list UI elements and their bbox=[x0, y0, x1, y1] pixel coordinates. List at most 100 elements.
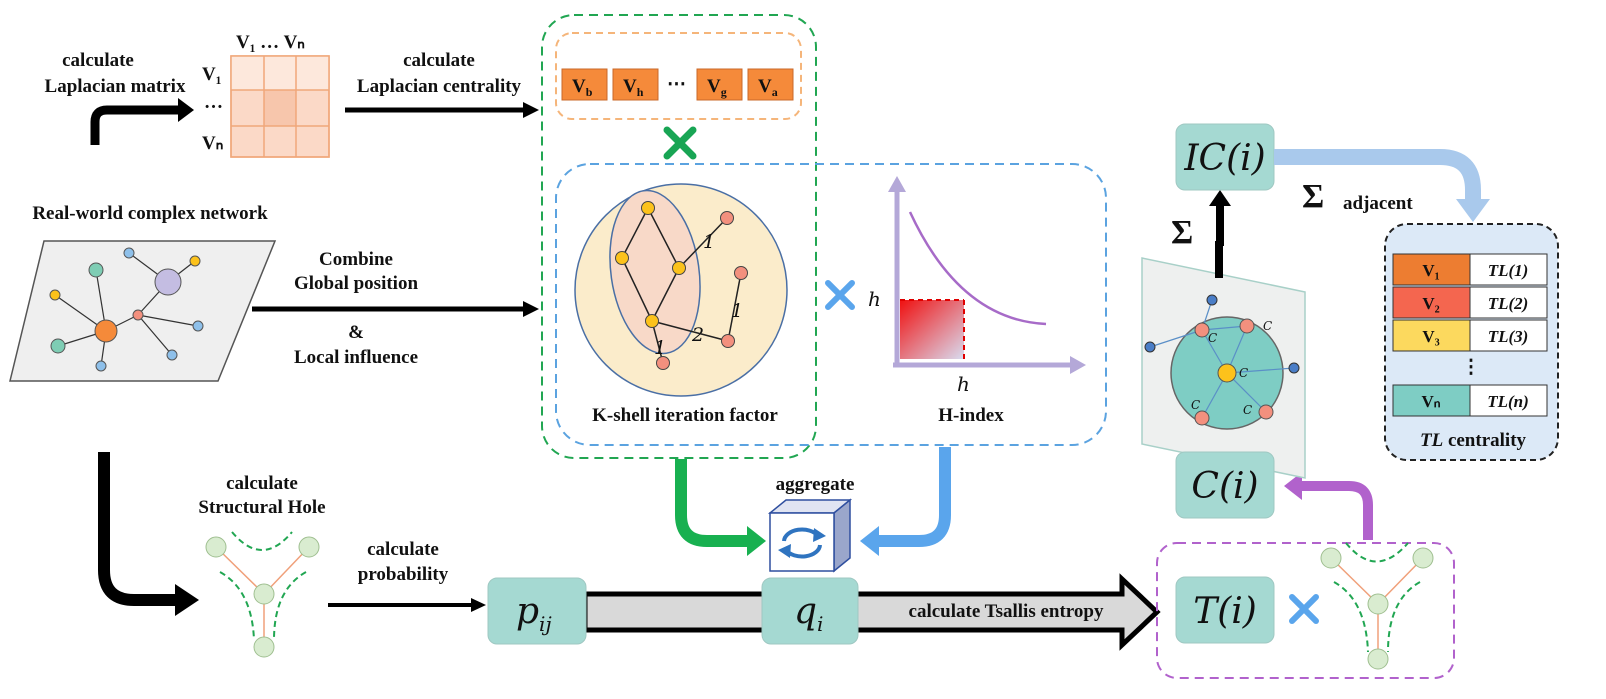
ranking-node-vh: Vh bbox=[612, 68, 659, 101]
c-label-4: C bbox=[1191, 398, 1200, 412]
tl-node-cell: Vₙ bbox=[1421, 392, 1440, 411]
kshell-edge-label-1: 1 bbox=[703, 231, 715, 253]
tl-table: V₁ TL(1) V₂ TL(2) V₃ TL(3) Vₙ TL(n) bbox=[1392, 253, 1548, 417]
calc-probability-label: calculate probability bbox=[358, 539, 449, 585]
qi-box: qi bbox=[761, 577, 859, 645]
svg-text:probability: probability bbox=[358, 564, 449, 585]
svg-text:C(i): C(i) bbox=[1191, 466, 1258, 507]
svg-text:T(i): T(i) bbox=[1193, 591, 1257, 632]
light-blue-arrow-to-tl bbox=[1274, 149, 1481, 200]
combine-label: Combine Global position & Local influenc… bbox=[294, 249, 418, 368]
pij-box: pij bbox=[487, 577, 587, 645]
tl-caption: TL centrality bbox=[1420, 430, 1527, 451]
structural-hole-graph bbox=[205, 531, 320, 658]
c-label-3: C bbox=[1239, 366, 1248, 380]
tsallis-label: calculate Tsallis entropy bbox=[909, 601, 1104, 622]
tsallis-entropy-arrow bbox=[582, 573, 1161, 651]
aggregate-label: aggregate bbox=[776, 474, 855, 495]
svg-text:calculate: calculate bbox=[367, 539, 439, 560]
blue-arrow-to-aggregate bbox=[876, 447, 951, 547]
hindex-x-label: h bbox=[957, 372, 970, 396]
sigma-right: Σ bbox=[1302, 178, 1324, 215]
calc-structural-hole-label: calculate Structural Hole bbox=[198, 473, 325, 518]
svg-text:pij: pij bbox=[516, 591, 552, 636]
hindex-y-label: h bbox=[868, 287, 881, 311]
kshell-edge-label-3: 2 bbox=[691, 324, 704, 346]
calc-laplacian-centrality-label: calculate Laplacian centrality bbox=[357, 50, 522, 97]
tl-node-cell: V₃ bbox=[1422, 327, 1439, 346]
green-arrowhead bbox=[747, 526, 766, 556]
blue-multiply-icon-1 bbox=[825, 280, 855, 310]
sigma-adjacent-label: adjacent bbox=[1343, 193, 1413, 214]
tl-table-row: V₃ TL(3) bbox=[1392, 319, 1548, 352]
green-dashed-container bbox=[541, 14, 817, 459]
svg-text:Combine: Combine bbox=[319, 249, 393, 270]
tl-table-row: Vₙ TL(n) bbox=[1392, 384, 1548, 417]
svg-text:calculate: calculate bbox=[403, 50, 475, 71]
blue-multiply-icon-2 bbox=[1289, 594, 1319, 624]
svg-text:Structural Hole: Structural Hole bbox=[198, 497, 325, 518]
arrowhead-ic bbox=[1209, 190, 1231, 206]
svg-text:Local influence: Local influence bbox=[294, 347, 418, 368]
kshell-edge-label-4: 1 bbox=[654, 337, 666, 359]
kshell-graph bbox=[574, 183, 788, 397]
purple-arrowhead bbox=[1284, 472, 1302, 500]
tl-node-cell: V₁ bbox=[1422, 261, 1439, 280]
ranking-node-vg: Vg bbox=[696, 68, 743, 101]
ci-box: C(i) bbox=[1175, 451, 1275, 519]
tl-table-row: V₁ TL(1) bbox=[1392, 253, 1548, 286]
curved-arrow-to-matrix bbox=[90, 105, 180, 145]
structural-hole-graph-2 bbox=[1320, 542, 1434, 670]
svg-text:&: & bbox=[348, 322, 364, 343]
c-label-2: C bbox=[1208, 331, 1217, 345]
light-blue-arrowhead bbox=[1456, 199, 1490, 222]
svg-text:calculate: calculate bbox=[226, 473, 298, 494]
arrowhead-structural-hole bbox=[175, 584, 199, 616]
orange-dashed-ranking-box bbox=[555, 32, 802, 120]
purple-arrow-to-ci bbox=[1300, 481, 1373, 540]
tl-node-cell: V₂ bbox=[1422, 294, 1439, 313]
matrix-row-dots: … bbox=[204, 92, 223, 113]
arrowhead-ranking bbox=[523, 102, 539, 118]
arrowhead-pij bbox=[471, 598, 486, 612]
tl-table-row: V₂ TL(2) bbox=[1392, 286, 1548, 319]
ranking-node-va: Va bbox=[747, 68, 794, 101]
clustering-panel bbox=[1141, 241, 1306, 479]
svg-text:IC(i): IC(i) bbox=[1183, 138, 1265, 179]
real-world-network-graph bbox=[9, 240, 277, 382]
aggregate-icon bbox=[767, 498, 853, 573]
matrix-row1-label: V₁ bbox=[202, 64, 221, 85]
blue-dashed-container bbox=[555, 163, 1107, 446]
hindex-plot bbox=[888, 176, 1086, 374]
arrowhead-matrix bbox=[178, 98, 194, 122]
calc-laplacian-matrix-label: calculate Laplacian matrix bbox=[45, 50, 186, 97]
c-label-1: C bbox=[1263, 319, 1272, 333]
svg-text:Laplacian centrality: Laplacian centrality bbox=[357, 76, 522, 97]
sigma-left: Σ bbox=[1171, 214, 1193, 251]
tl-value-cell: TL(3) bbox=[1488, 327, 1529, 346]
hindex-label: H-index bbox=[938, 405, 1004, 426]
ranking-dots: ⋯ bbox=[667, 74, 686, 95]
ti-box: T(i) bbox=[1175, 576, 1275, 644]
kshell-edge-label-2: 1 bbox=[731, 300, 743, 322]
tl-value-cell: TL(2) bbox=[1488, 294, 1529, 313]
svg-text:Laplacian matrix: Laplacian matrix bbox=[45, 76, 186, 97]
c-label-5: C bbox=[1243, 403, 1252, 417]
kshell-label: K-shell iteration factor bbox=[592, 405, 778, 426]
svg-text:calculate: calculate bbox=[62, 50, 134, 71]
ranking-node-vb: Vb bbox=[561, 68, 608, 101]
green-multiply-icon bbox=[663, 126, 697, 160]
down-arrow-structural-hole bbox=[98, 452, 180, 606]
blue-arrowhead bbox=[860, 526, 879, 556]
arrowhead-kshell bbox=[523, 301, 539, 317]
tl-value-cell: TL(1) bbox=[1488, 261, 1529, 280]
matrix-column-header: V₁ … Vₙ bbox=[236, 32, 305, 53]
tl-table-dots: ⋮ bbox=[1462, 357, 1481, 378]
matrix-rown-label: Vₙ bbox=[202, 133, 223, 154]
tl-value-cell: TL(n) bbox=[1487, 392, 1529, 411]
svg-text:qi: qi bbox=[794, 591, 823, 636]
real-world-network-label: Real-world complex network bbox=[32, 203, 268, 224]
laplacian-matrix bbox=[230, 55, 330, 158]
purple-dashed-container bbox=[1156, 542, 1455, 679]
svg-text:Global position: Global position bbox=[294, 273, 418, 294]
